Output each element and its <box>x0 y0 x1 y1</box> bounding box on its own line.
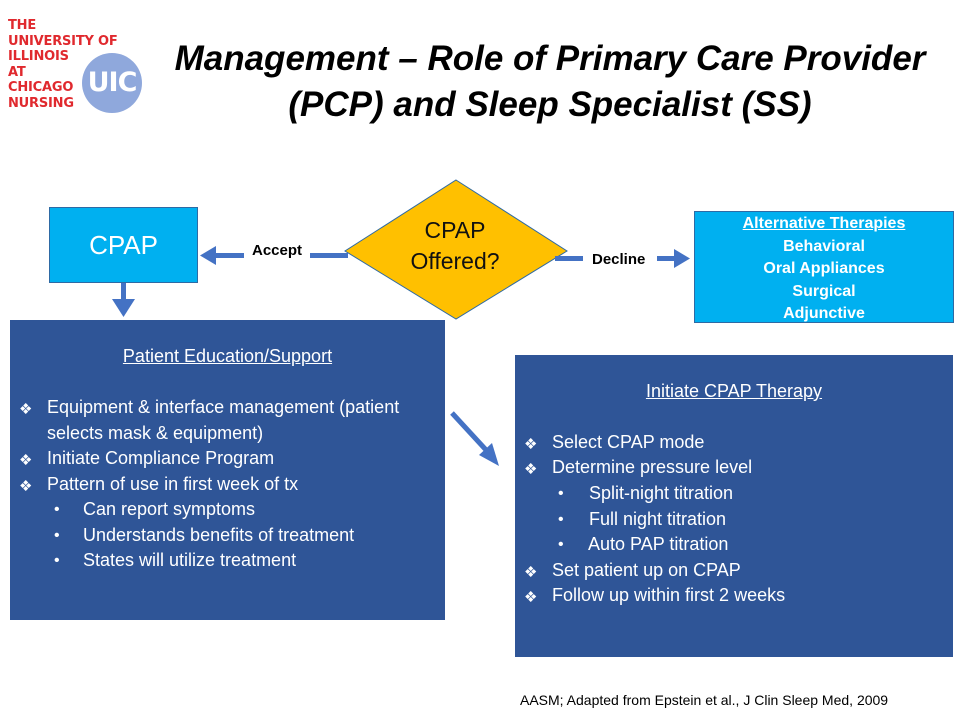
logo-line: THE <box>8 18 37 33</box>
citation: AASM; Adapted from Epstein et al., J Cli… <box>520 692 889 708</box>
therapy-subitem: Split-night titration <box>589 483 734 503</box>
logo-mark: UIC <box>87 67 138 98</box>
dot-bullet-icon: • <box>558 536 564 553</box>
logo-line: AT <box>8 64 26 80</box>
uic-nursing-logo: THE UNIVERSITY OF ILLINOIS AT CHICAGO NU… <box>8 18 143 118</box>
alternative-item: Surgical <box>792 282 856 300</box>
therapy-item: Select CPAP mode <box>552 432 705 452</box>
education-subitem: Can report symptoms <box>83 499 256 519</box>
initiate-cpap-therapy-box: Initiate CPAP Therapy ❖ Select CPAP mode… <box>515 355 953 657</box>
alternative-therapies-box: Alternative Therapies Behavioral Oral Ap… <box>694 211 954 323</box>
decline-label: Decline <box>592 251 646 268</box>
diamond-bullet-icon: ❖ <box>524 589 538 606</box>
down-arrow <box>112 283 135 317</box>
therapy-item: Set patient up on CPAP <box>552 560 741 580</box>
accept-label: Accept <box>252 242 303 259</box>
dot-bullet-icon: • <box>54 552 60 569</box>
diamond-bullet-icon: ❖ <box>19 478 33 495</box>
decision-line-1: CPAP <box>424 217 486 243</box>
education-item-cont: selects mask & equipment) <box>47 423 264 443</box>
education-subitem: Understands benefits of treatment <box>83 525 355 545</box>
alternative-item: Oral Appliances <box>763 260 885 277</box>
cpap-box: CPAP <box>49 207 198 283</box>
diamond-bullet-icon: ❖ <box>524 436 538 453</box>
alternative-item: Behavioral <box>783 237 865 255</box>
decision-label: CPAP Offered? <box>380 215 530 277</box>
therapy-item: Follow up within first 2 weeks <box>552 585 786 605</box>
title-line-1: Management – Role of Primary Care Provid… <box>174 39 926 78</box>
cpap-box-label: CPAP <box>89 229 158 260</box>
title-line-2: (PCP) and Sleep Specialist (SS) <box>288 85 812 124</box>
patient-education-header: Patient Education/Support <box>122 346 333 366</box>
dot-bullet-icon: • <box>558 485 564 502</box>
therapy-item: Determine pressure level <box>552 457 753 477</box>
decision-diamond <box>344 179 568 320</box>
education-subitem: States will utilize treatment <box>83 550 297 570</box>
decline-arrow <box>555 249 690 268</box>
patient-education-box: Patient Education/Support ❖ Equipment & … <box>10 320 445 620</box>
diamond-bullet-icon: ❖ <box>19 452 33 469</box>
accept-arrow <box>200 246 348 265</box>
diamond-bullet-icon: ❖ <box>524 564 538 581</box>
slide-title: Management – Role of Primary Care Provid… <box>140 36 960 128</box>
logo-circle <box>82 53 142 113</box>
decision-line-2: Offered? <box>410 248 500 274</box>
alternative-therapies-header: Alternative Therapies <box>742 215 906 232</box>
dot-bullet-icon: • <box>558 511 564 528</box>
initiate-cpap-therapy-header: Initiate CPAP Therapy <box>645 381 823 401</box>
therapy-subitem: Auto PAP titration <box>588 534 729 554</box>
logo-wordmark: THE UNIVERSITY OF ILLINOIS AT CHICAGO NU… <box>8 18 118 112</box>
logo-line: UNIVERSITY OF <box>8 33 118 49</box>
logo-line: ILLINOIS <box>8 49 69 65</box>
education-item: Pattern of use in first week of tx <box>47 474 299 494</box>
diamond-bullet-icon: ❖ <box>19 401 33 418</box>
education-item: Equipment & interface management (patien… <box>47 397 400 417</box>
logo-line: CHICAGO <box>8 80 74 96</box>
dot-bullet-icon: • <box>54 501 60 518</box>
dot-bullet-icon: • <box>54 527 60 544</box>
logo-line: NURSING <box>8 95 74 111</box>
education-item: Initiate Compliance Program <box>47 448 275 468</box>
therapy-subitem: Full night titration <box>589 509 727 529</box>
diagonal-arrow <box>450 411 499 466</box>
alternative-item: Adjunctive <box>783 305 865 322</box>
diamond-bullet-icon: ❖ <box>524 461 538 478</box>
